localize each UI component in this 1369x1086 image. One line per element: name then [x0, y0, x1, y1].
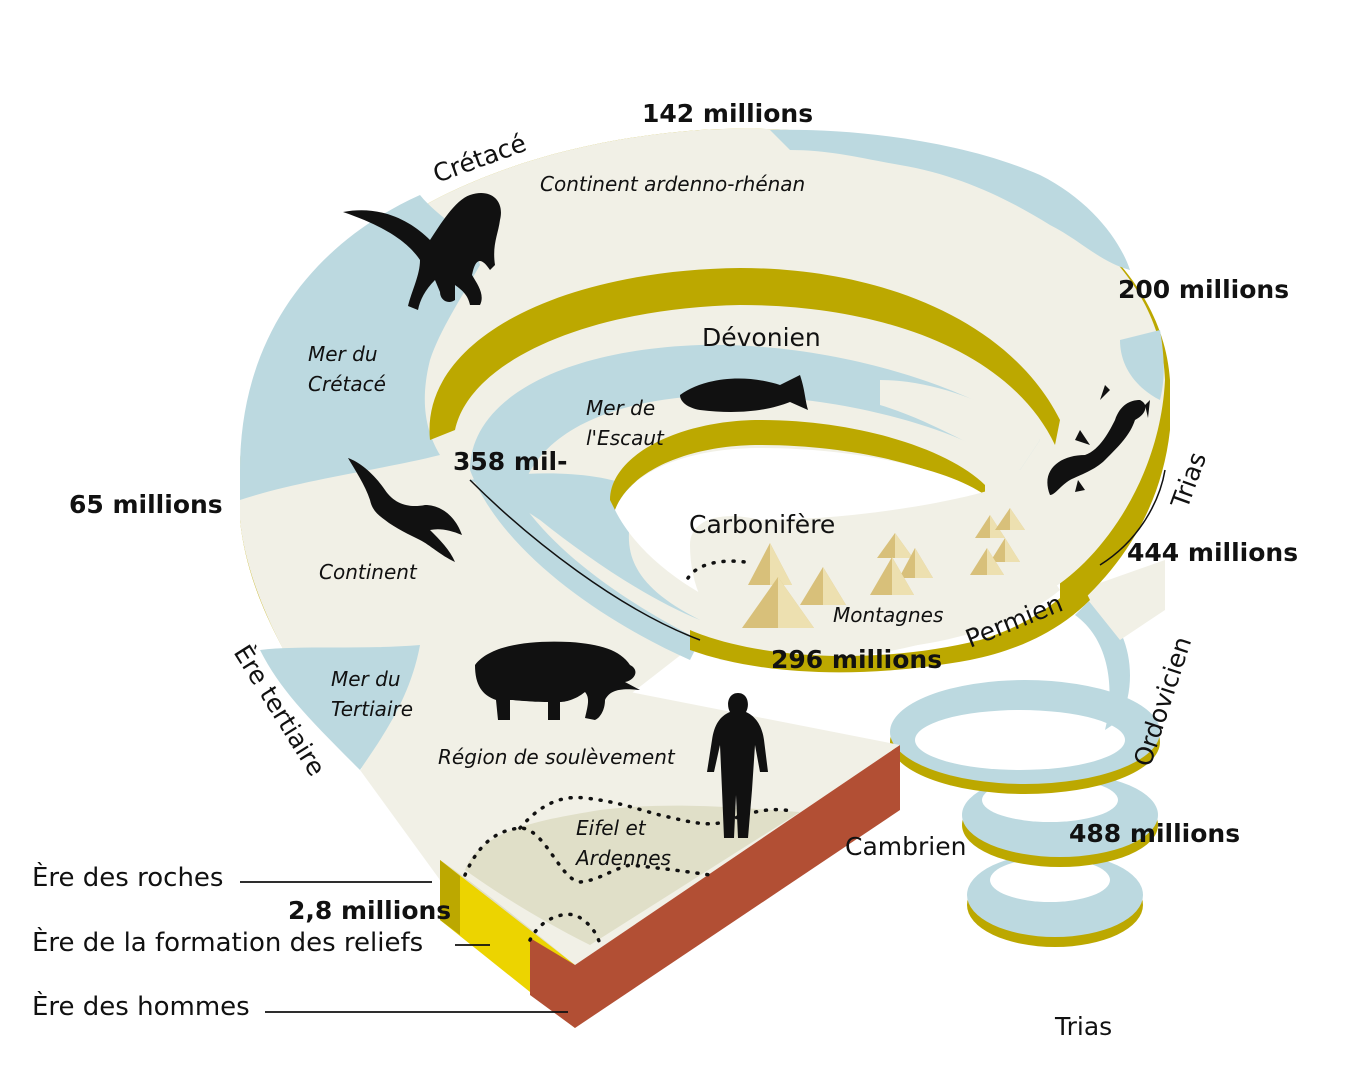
age-358: 358 mil-: [453, 447, 567, 476]
age-2-8: 2,8 millions: [288, 896, 451, 925]
region-mer-escaut-1: Mer de: [586, 396, 655, 420]
region-mer-cretace-2: Crétacé: [308, 372, 386, 396]
region-eifel-2: Ardennes: [574, 846, 671, 870]
lizard-icon: [1047, 385, 1150, 495]
label-trias-ring: Trias: [1165, 448, 1212, 513]
bird-icon: [348, 458, 462, 562]
region-mer-escaut-2: l'Escaut: [586, 426, 665, 450]
label-cambrien: Cambrien: [845, 832, 966, 861]
region-montagnes: Montagnes: [833, 603, 943, 627]
label-devonien: Dévonien: [702, 323, 821, 352]
fish-icon: [680, 375, 808, 413]
mountain-icon: [742, 508, 1025, 628]
age-296: 296 millions: [771, 645, 942, 674]
legend-hommes: Ère des hommes: [32, 990, 250, 1022]
region-soulevement: Région de soulèvement: [438, 745, 676, 769]
region-continent-ardenno: Continent ardenno-rhénan: [540, 172, 805, 196]
lower-coils: [890, 560, 1165, 947]
label-ordovicien: Ordovicien: [1128, 633, 1197, 770]
age-444: 444 millions: [1127, 538, 1298, 567]
mammoth-icon: [475, 641, 640, 720]
region-mer-tertiaire-1: Mer du: [331, 667, 401, 691]
legend-lines: [240, 881, 568, 1013]
label-carbonifere: Carbonifère: [689, 510, 835, 539]
inner-wall: [429, 268, 1060, 445]
label-trias-bottom: Trias: [1054, 1012, 1112, 1041]
legend-roches: Ère des roches: [32, 861, 223, 893]
dotted-paths: [463, 559, 797, 947]
region-mer-tertiaire-2: Tertiaire: [331, 697, 413, 721]
human-icon: [707, 693, 768, 838]
region-eifel-1: Eifel et: [576, 816, 647, 840]
age-65: 65 millions: [69, 490, 223, 519]
region-continent: Continent: [319, 560, 418, 584]
age-200: 200 millions: [1118, 275, 1289, 304]
region-mer-cretace-1: Mer du: [308, 342, 378, 366]
dinosaur-icon: [343, 192, 501, 310]
age-142: 142 millions: [642, 99, 813, 128]
age-488: 488 millions: [1069, 819, 1240, 848]
legend-reliefs: Ère de la formation des reliefs: [32, 926, 423, 958]
